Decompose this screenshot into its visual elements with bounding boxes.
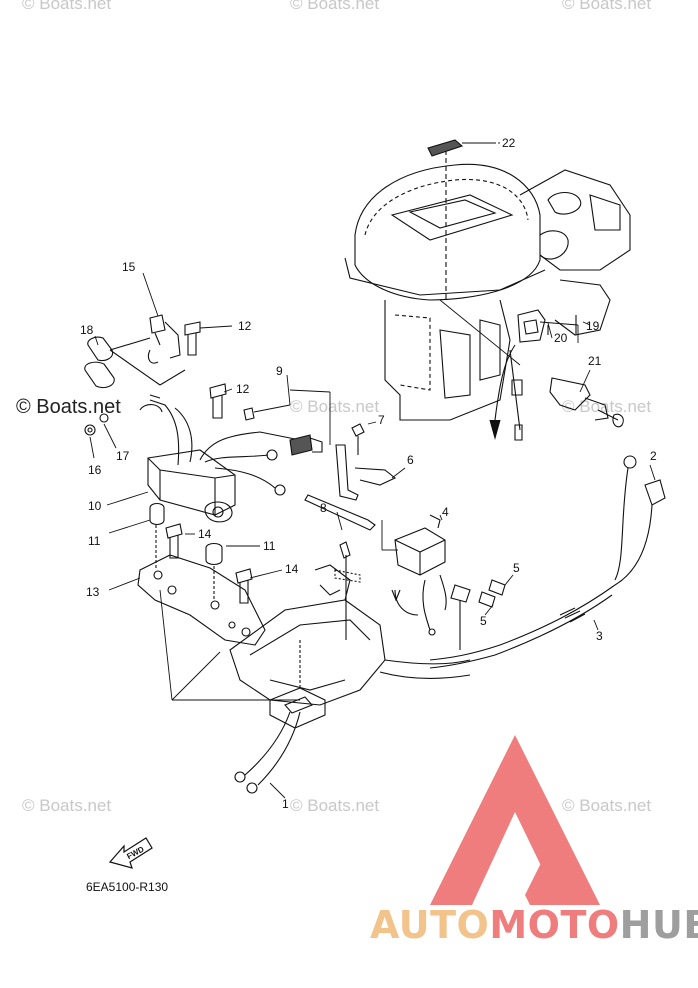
part-8-tie xyxy=(304,494,376,531)
callout-21: 21 xyxy=(588,354,602,368)
watermark-bottom-right: © Boats.net xyxy=(562,796,652,815)
part-22-clip xyxy=(427,139,496,157)
brand-wordmark: AUTOMOTOHUB xyxy=(370,903,698,947)
watermark-top-mid: © Boats.net xyxy=(290,0,380,13)
part-3-cable xyxy=(429,455,666,669)
watermark-bottom-mid: © Boats.net xyxy=(290,796,380,815)
callout-7: 7 xyxy=(378,413,385,427)
callout-12b: 12 xyxy=(236,382,250,396)
watermark-mid-center: © Boats.net xyxy=(290,397,380,416)
callout-6: 6 xyxy=(407,453,414,467)
callout-3: 3 xyxy=(596,629,603,643)
bottom-cowl xyxy=(229,541,471,706)
sensor-group xyxy=(489,309,624,441)
callout-14b: 14 xyxy=(285,562,299,576)
watermark-bottom-left: © Boats.net xyxy=(22,796,112,815)
watermark-left-dark: © Boats.net xyxy=(16,396,121,418)
part-13-base-plate xyxy=(137,502,266,646)
callout-4: 4 xyxy=(442,505,449,519)
part-6-bracket xyxy=(335,423,397,501)
callout-9: 9 xyxy=(276,364,283,378)
callout-13: 13 xyxy=(86,585,100,599)
callout-1: 1 xyxy=(282,797,289,811)
callout-11b: 11 xyxy=(263,539,276,553)
watermark-top-right: © Boats.net xyxy=(562,0,652,13)
callout-12a: 12 xyxy=(238,319,252,333)
part-10-cdi-unit xyxy=(139,394,323,523)
callout-5b: 5 xyxy=(480,614,487,628)
part-1-battery-leads xyxy=(234,687,326,794)
watermark-mid-right: © Boats.net xyxy=(562,397,652,416)
callout-2: 2 xyxy=(650,449,657,463)
fwd-arrow-icon: FWD xyxy=(108,837,153,869)
part-4-rectifier xyxy=(391,514,506,650)
brand-part-hub: HUB xyxy=(619,903,698,947)
left-components xyxy=(84,314,201,436)
callout-14a: 14 xyxy=(198,527,212,541)
callout-19: 19 xyxy=(586,319,600,333)
callout-20: 20 xyxy=(554,331,568,345)
callout-5a: 5 xyxy=(513,561,520,575)
brand-part-moto: MOTO xyxy=(489,903,620,947)
watermark-top-left: © Boats.net xyxy=(22,0,112,13)
callout-numbers: 1 2 3 4 5 5 6 7 8 9 10 11 11 12 12 13 14… xyxy=(80,136,657,811)
callout-10: 10 xyxy=(88,499,102,513)
callout-15: 15 xyxy=(122,260,136,274)
part-9-tie xyxy=(243,404,291,421)
part-12-bolt xyxy=(209,383,227,419)
callout-17: 17 xyxy=(116,449,130,463)
leader-lines xyxy=(89,142,656,799)
callout-18: 18 xyxy=(80,323,94,337)
diagram-code: 6EA5100-R130 xyxy=(86,880,169,894)
brand-logo-icon xyxy=(430,735,600,905)
brand-part-auto: AUTO xyxy=(370,903,490,947)
callout-16: 16 xyxy=(88,463,102,477)
engine-block xyxy=(344,150,631,421)
callout-8: 8 xyxy=(320,501,327,515)
callout-22: 22 xyxy=(502,136,516,150)
callout-11a: 11 xyxy=(88,534,101,548)
